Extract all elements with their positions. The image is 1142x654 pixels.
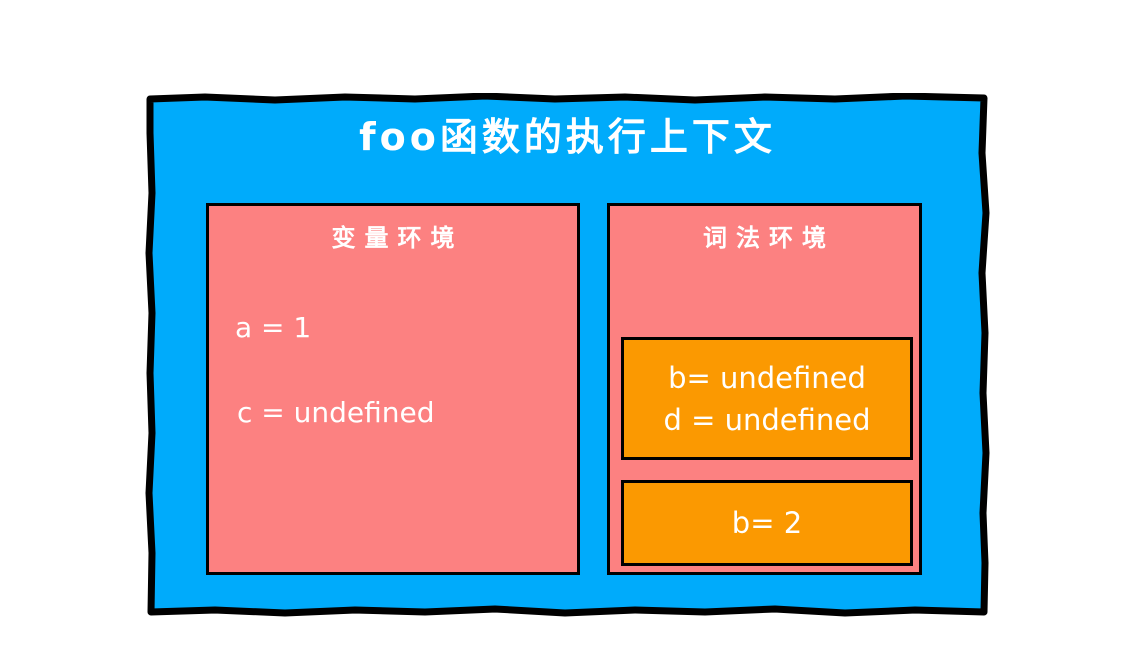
lexical-entry-b-undefined: b= undefined: [668, 360, 866, 395]
variable-entry-a: a = 1: [235, 311, 312, 344]
lexical-scope-block-inner: b= 2: [621, 480, 913, 566]
variable-environment-title: 变量环境: [331, 224, 464, 252]
lexical-entry-b-2: b= 2: [731, 506, 803, 540]
lexical-environment-box: 词法环境 b= undefined d = undefined b= 2: [607, 203, 922, 575]
lexical-entry-d-undefined: d = undefined: [663, 402, 871, 437]
context-title: foo函数的执行上下文: [359, 115, 776, 159]
lexical-scope-block-outer: b= undefined d = undefined: [621, 337, 913, 460]
variable-entry-c: c = undefined: [237, 396, 435, 429]
variable-environment-box: 变量环境 a = 1 c = undefined: [206, 203, 580, 575]
lexical-environment-title: 词法环境: [703, 224, 835, 252]
execution-context-box: foo函数的执行上下文 变量环境 a = 1 c = undefined 词法环…: [145, 93, 990, 618]
